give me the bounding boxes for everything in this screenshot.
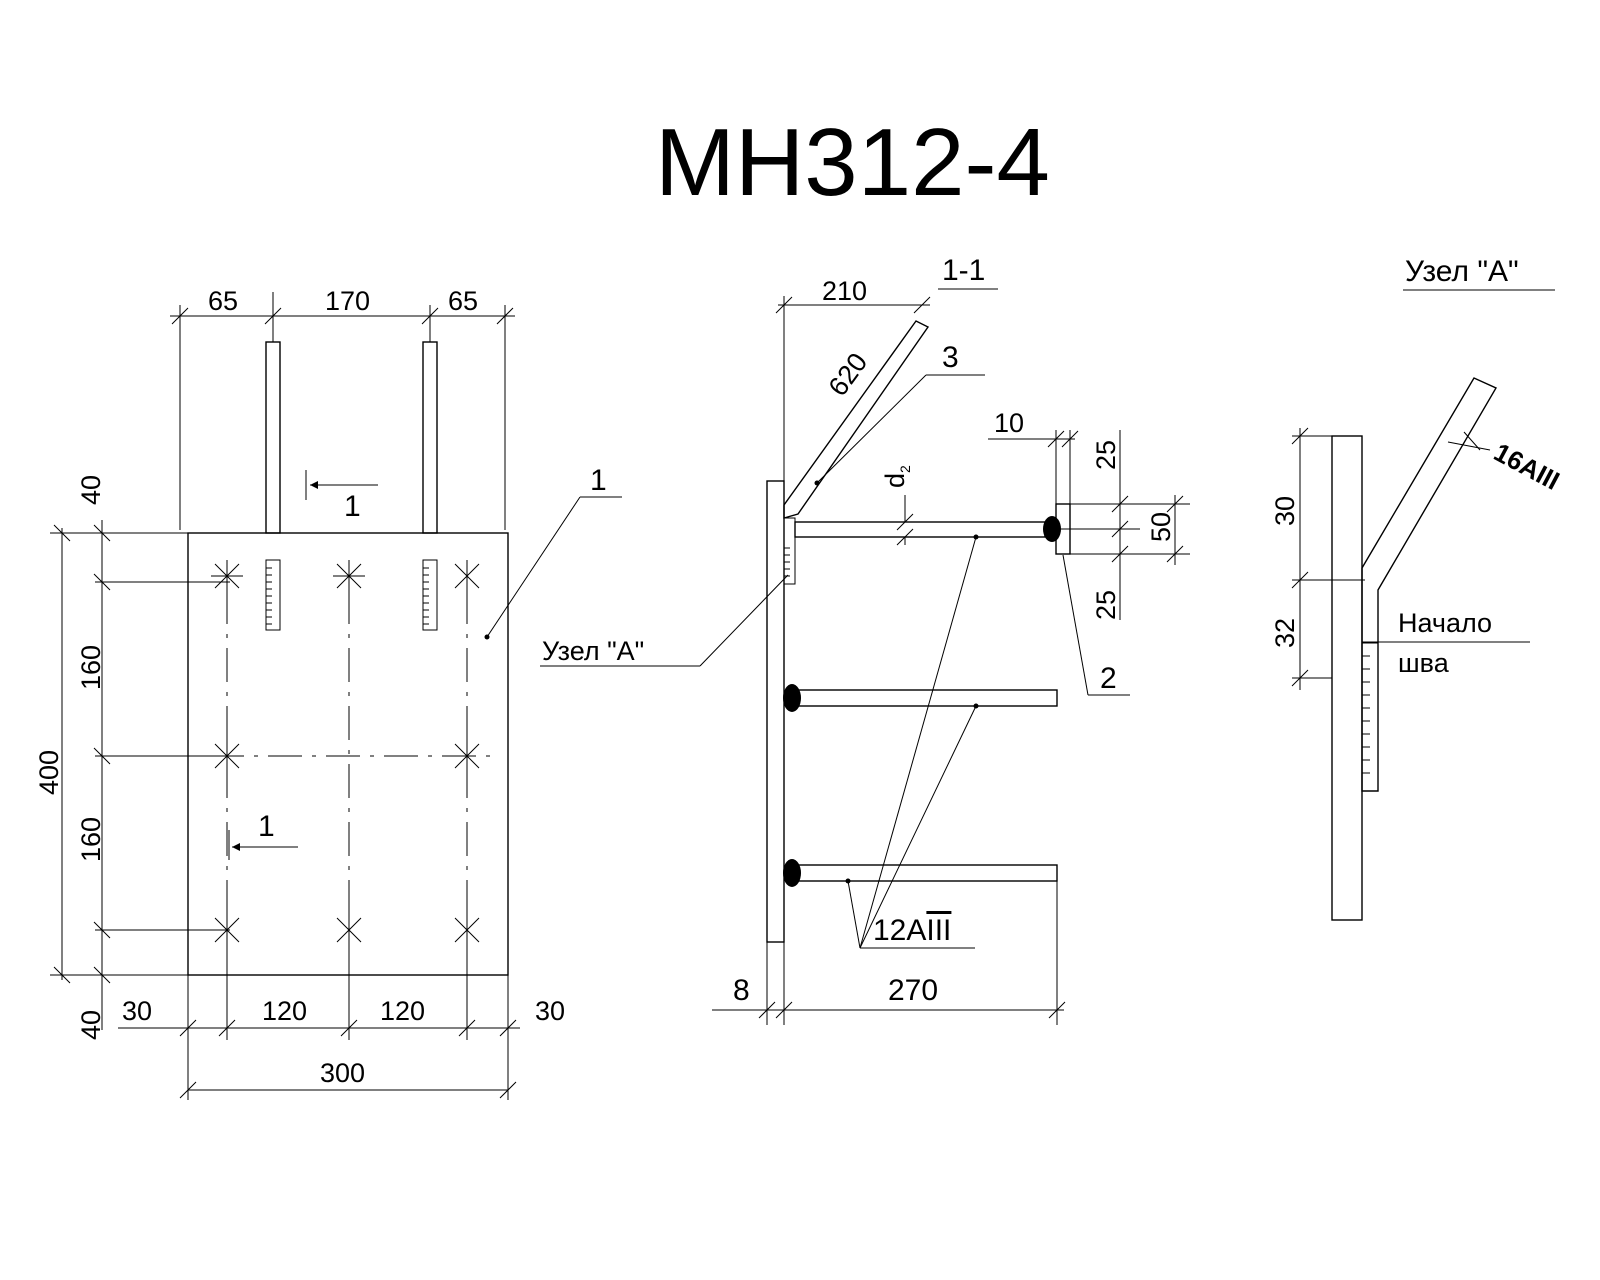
drawing-title: МН312-4 — [655, 109, 1050, 216]
plan-anchor-bar-right — [422, 341, 438, 534]
section-top-dimension — [775, 296, 931, 481]
rod-marker — [454, 914, 480, 946]
dim-anchor-length: 620 — [823, 347, 874, 401]
plan-plate — [187, 532, 509, 976]
rod-diameter-label: d2 — [880, 465, 913, 488]
callout-nut-leader — [1062, 554, 1130, 696]
dim-top-width: 210 — [822, 276, 867, 306]
rebar-leaders — [847, 536, 977, 949]
weld-start-line1: Начало — [1398, 608, 1492, 638]
weld-start-line2: шва — [1398, 648, 1450, 678]
row-extension-lines — [95, 581, 230, 931]
section-rod-top — [794, 521, 1046, 538]
dim-left-lower: 160 — [76, 817, 106, 862]
dim-lower-offset: 25 — [1091, 590, 1121, 620]
section-bottom-dimensions — [712, 881, 1066, 1025]
rod-diameter-dim — [896, 495, 914, 546]
callout-anchor: 3 — [942, 341, 959, 374]
callout-anchor-leader — [816, 374, 985, 484]
dim-top-left: 65 — [208, 286, 238, 316]
weld-strip-left — [265, 559, 281, 631]
rod-marker — [336, 914, 362, 946]
dim-bottom-total: 300 — [320, 1058, 365, 1088]
node-dim-upper: 30 — [1270, 496, 1300, 526]
section-plate — [766, 480, 785, 943]
rod-marker — [454, 740, 480, 772]
dim-top-right: 65 — [448, 286, 478, 316]
rod-weld-bottom — [783, 859, 801, 887]
dim-nut-height: 50 — [1146, 512, 1176, 542]
weld-strip-right — [422, 559, 438, 631]
plan-top-dimensions — [170, 292, 515, 530]
dim-upper-offset: 25 — [1091, 440, 1121, 470]
section-rod-middle — [794, 689, 1058, 707]
callout-plate-dot — [484, 634, 490, 640]
node-label: Узел "А" — [542, 636, 644, 666]
dim-bottom-right: 120 — [380, 996, 425, 1026]
section-mark-top-arrow — [305, 470, 378, 500]
rod-markers — [211, 560, 480, 946]
rod-marker — [454, 560, 480, 592]
plan-view: 65 170 65 40 160 400 160 40 — [34, 286, 622, 1100]
dim-rod-length: 270 — [888, 974, 938, 1007]
callout-plate-leader — [486, 496, 622, 638]
dim-nut-gap: 10 — [994, 408, 1024, 438]
section-anchor-bar — [783, 320, 930, 519]
node-weld-ticks — [1362, 642, 1378, 774]
dim-left-top-edge: 40 — [76, 475, 106, 505]
node-dim-lower: 32 — [1270, 618, 1300, 648]
dim-bottom-right-edge: 30 — [535, 996, 565, 1026]
section-mark-bottom: 1 — [258, 810, 275, 843]
callout-nut: 2 — [1100, 662, 1117, 695]
dim-top-middle: 170 — [325, 286, 370, 316]
plan-bottom-dimensions — [118, 942, 520, 1100]
plan-left-dimensions — [50, 520, 188, 1030]
node-rebar-label: 16AIII — [1489, 437, 1564, 496]
node-plate — [1331, 435, 1363, 921]
node-detail-title: Узел "А" — [1405, 255, 1519, 288]
section-title: 1-1 — [942, 254, 985, 287]
rod-marker — [211, 560, 243, 592]
section-weld-ticks — [783, 517, 796, 585]
section-mark-top: 1 — [344, 490, 361, 523]
dim-plate-thickness: 8 — [733, 974, 750, 1007]
callout-plate: 1 — [590, 464, 607, 497]
section-mark-bottom-arrow — [228, 830, 298, 860]
dim-bottom-left: 120 — [262, 996, 307, 1026]
node-left-dimensions — [1291, 427, 1365, 690]
section-rod-bottom — [794, 864, 1058, 882]
rod-marker — [333, 560, 365, 592]
node-rebar-leader — [1447, 431, 1491, 451]
section-view: 1-1 210 620 — [540, 254, 1190, 1025]
dim-left-upper: 160 — [76, 645, 106, 690]
rebar-label: 12AIII — [873, 914, 951, 947]
dim-left-total: 400 — [34, 750, 64, 795]
plan-axes — [210, 590, 490, 960]
node-detail: Узел "А" 30 32 Начало шва — [1270, 255, 1565, 921]
plan-anchor-bar-left — [265, 341, 281, 534]
section-right-dimensions — [988, 430, 1190, 620]
node-anchor-bar — [1361, 377, 1497, 792]
dim-bottom-left-edge: 30 — [122, 996, 152, 1026]
rod-weld-middle — [783, 684, 801, 712]
node-leader — [540, 574, 789, 667]
dim-left-bottom-edge: 40 — [76, 1010, 106, 1040]
